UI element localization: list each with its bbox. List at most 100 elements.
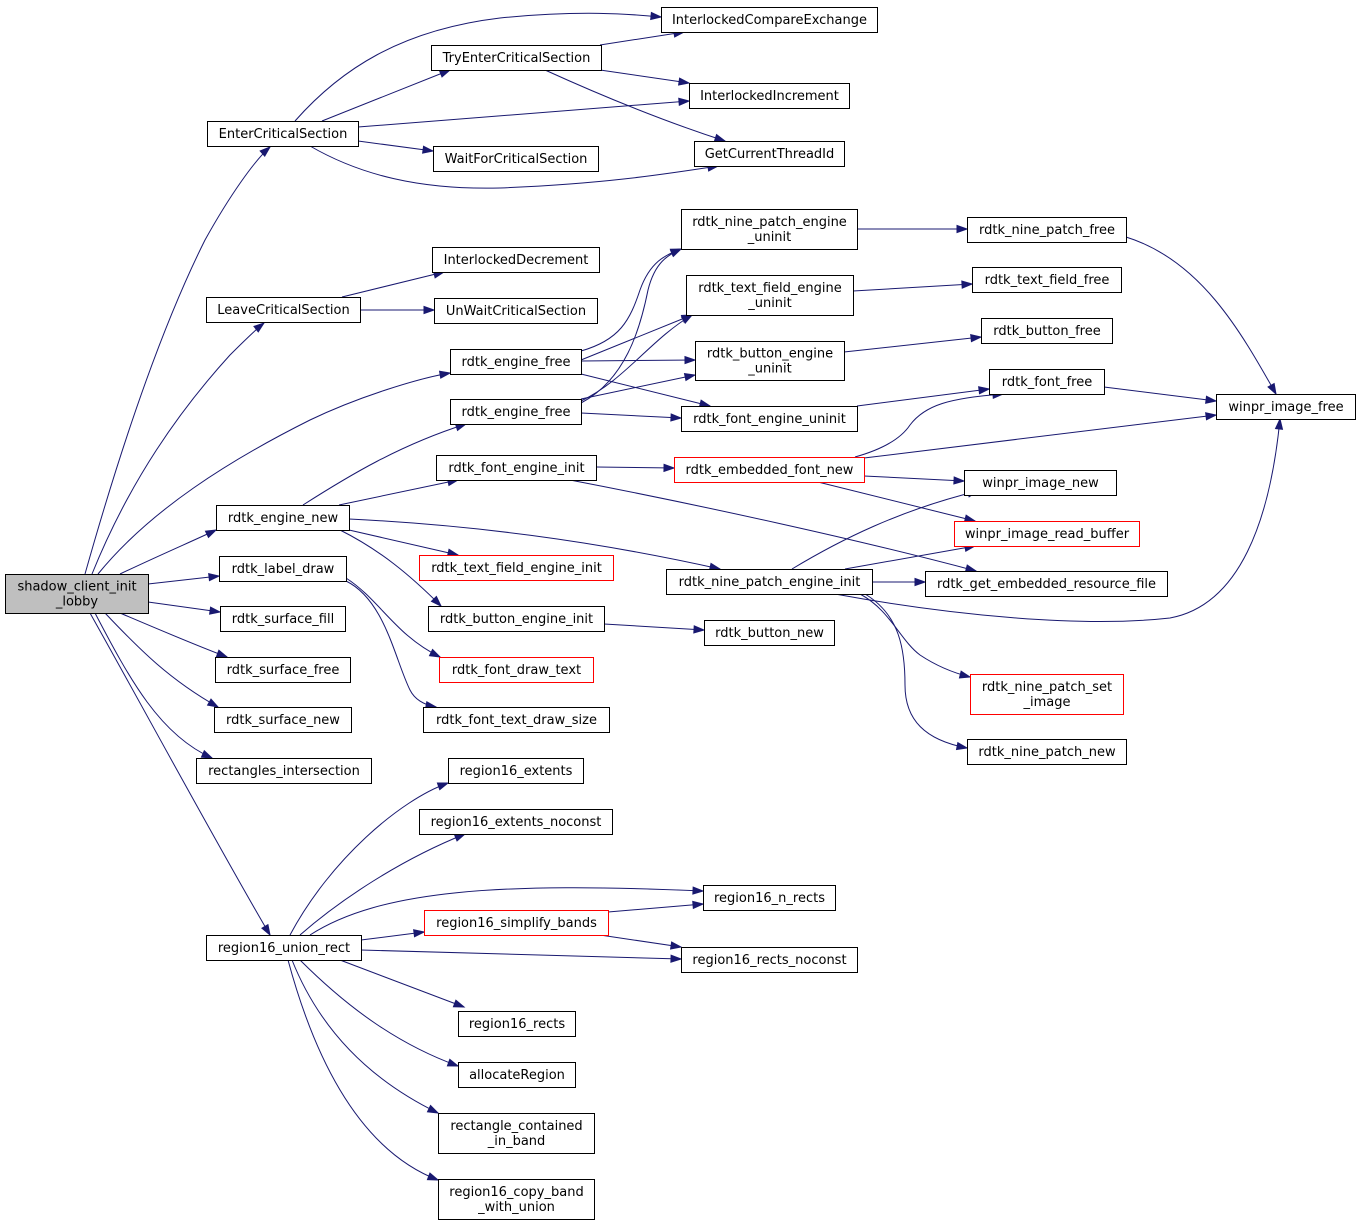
node-rdtk-nine-patch-engine-init[interactable]: rdtk_nine_patch_engine_init [666, 569, 873, 595]
node-label: _uninit [747, 296, 792, 311]
node-box [206, 935, 362, 961]
node-rdtk-font-free[interactable]: rdtk_font_free [989, 369, 1105, 395]
node-rdtk-button-new[interactable]: rdtk_button_new [704, 620, 835, 646]
node-region16-extents[interactable]: region16_extents [448, 758, 584, 784]
node-entercriticalsection[interactable]: EnterCriticalSection [207, 121, 359, 147]
node-box [206, 297, 361, 323]
node-box [436, 455, 597, 481]
node-rdtk-engine-free-2[interactable]: rdtk_engine_free [450, 399, 582, 425]
edge-rdtk-engine-free-2-to-rdtk-font-engine-uninit [580, 412, 682, 419]
node-rdtk-engine-new[interactable]: rdtk_engine_new [216, 505, 350, 531]
node-box [439, 657, 594, 683]
edge-rdtk-button-engine-uninit-to-rdtk-button-free [843, 336, 982, 353]
node-box [438, 1113, 595, 1154]
node-box [433, 146, 599, 172]
node-box [666, 569, 873, 595]
edge-rdtk-engine-free-2-to-rdtk-button-engine-uninit [580, 374, 696, 400]
node-rdtk-nine-patch-set-image[interactable]: rdtk_nine_patch_set_image [970, 674, 1124, 715]
node-rdtk-font-draw-text[interactable]: rdtk_font_draw_text [439, 657, 594, 683]
node-rdtk-nine-patch-engine-uninit[interactable]: rdtk_nine_patch_engine_uninit [681, 209, 858, 250]
edge-region16-union-rect-to-region16-rects [339, 959, 465, 1008]
node-leavecriticalsection[interactable]: LeaveCriticalSection [206, 297, 361, 323]
node-box [681, 209, 858, 250]
edge-arrowhead [1274, 417, 1284, 430]
edge-arrowhead [669, 248, 683, 258]
edge-entercriticalsection-to-tryentercriticalsection [321, 69, 451, 122]
edge-arrowhead [413, 929, 426, 938]
edge-arrowhead [961, 280, 974, 289]
node-label: rectangle_contained [450, 1119, 582, 1134]
node-box [689, 83, 850, 109]
edge-arrowhead [426, 1172, 440, 1181]
node-region16-copy-band-with-union[interactable]: region16_copy_band_with_union [438, 1179, 595, 1220]
edge-arrowhead [956, 224, 969, 234]
edge-rdtk-engine-new-to-rdtk-font-engine-init [338, 479, 459, 506]
node-box [981, 318, 1113, 344]
node-rdtk-surface-fill[interactable]: rdtk_surface_fill [220, 606, 346, 632]
node-getcurrentthreadid[interactable]: GetCurrentThreadId [694, 141, 845, 167]
node-rdtk-engine-free-1[interactable]: rdtk_engine_free [450, 349, 582, 375]
node-winpr-image-read-buffer[interactable]: winpr_image_read_buffer [954, 521, 1140, 547]
node-shadow-client-init-lobby[interactable]: shadow_client_init_lobby [5, 574, 149, 614]
node-rdtk-nine-patch-new[interactable]: rdtk_nine_patch_new [967, 739, 1127, 765]
node-rdtk-font-engine-init[interactable]: rdtk_font_engine_init [436, 455, 597, 481]
node-box [219, 556, 347, 582]
node-rdtk-font-text-draw-size[interactable]: rdtk_font_text_draw_size [423, 707, 610, 733]
node-rdtk-text-field-engine-uninit[interactable]: rdtk_text_field_engine_uninit [686, 275, 854, 316]
node-region16-union-rect[interactable]: region16_union_rect [206, 935, 362, 961]
node-rdtk-text-field-free[interactable]: rdtk_text_field_free [972, 267, 1122, 293]
node-label: InterlockedCompareExchange [672, 13, 867, 28]
node-rdtk-label-draw[interactable]: rdtk_label_draw [219, 556, 347, 582]
node-allocateregion[interactable]: allocateRegion [458, 1062, 576, 1088]
edge-arrowhead [426, 1104, 440, 1114]
node-label: region16_copy_band [449, 1185, 583, 1200]
node-rdtk-surface-free[interactable]: rdtk_surface_free [215, 657, 351, 683]
node-winpr-image-free[interactable]: winpr_image_free [1216, 394, 1356, 420]
edge-arrowhead [953, 476, 966, 485]
node-region16-rects-noconst[interactable]: region16_rects_noconst [681, 947, 858, 973]
node-interlockedincrement[interactable]: InterlockedIncrement [689, 83, 850, 109]
node-label: shadow_client_init [17, 580, 136, 595]
node-rdtk-text-field-engine-init[interactable]: rdtk_text_field_engine_init [419, 555, 614, 581]
node-winpr-image-new[interactable]: winpr_image_new [964, 470, 1117, 496]
node-rdtk-nine-patch-free[interactable]: rdtk_nine_patch_free [967, 217, 1127, 243]
node-box [215, 657, 351, 683]
node-interlockeddecrement[interactable]: InterlockedDecrement [432, 247, 600, 273]
node-rdtk-button-engine-uninit[interactable]: rdtk_button_engine_uninit [695, 341, 845, 381]
node-rdtk-button-free[interactable]: rdtk_button_free [981, 318, 1113, 344]
node-region16-n-rects[interactable]: region16_n_rects [703, 885, 836, 911]
node-label: rdtk_label_draw [232, 562, 335, 577]
edge-arrowhead [684, 355, 697, 365]
node-label: WaitForCriticalSection [445, 152, 588, 167]
node-rectangle-contained-in-band[interactable]: rectangle_contained_in_band [438, 1113, 595, 1154]
edge-rdtk-font-engine-init-to-rdtk-get-embedded-resource-file [569, 479, 977, 572]
node-box [954, 521, 1140, 547]
node-label: EnterCriticalSection [219, 127, 348, 142]
edge-arrowhead [422, 145, 435, 154]
edge-shadow-client-init-lobby-to-region16-union-rect [89, 612, 271, 936]
edge-region16-union-rect-to-region16-copy-band-with-union [287, 959, 439, 1181]
edge-tryentercriticalsection-to-getcurrentthreadid [544, 69, 726, 142]
node-label: _uninit [747, 230, 792, 245]
node-region16-extents-noconst[interactable]: region16_extents_noconst [419, 809, 613, 835]
node-region16-simplify-bands[interactable]: region16_simplify_bands [424, 910, 609, 936]
node-rectangles-intersection[interactable]: rectangles_intersection [196, 758, 372, 784]
node-rdtk-surface-new[interactable]: rdtk_surface_new [214, 707, 352, 733]
node-rdtk-embedded-font-new[interactable]: rdtk_embedded_font_new [674, 457, 865, 483]
edge-arrowhead [669, 941, 683, 950]
node-tryentercriticalsection[interactable]: TryEnterCriticalSection [431, 45, 602, 71]
node-rdtk-button-engine-init[interactable]: rdtk_button_engine_init [428, 606, 605, 632]
edge-arrowhead [436, 782, 450, 791]
edge-tryentercriticalsection-to-interlockedincrement [599, 69, 690, 84]
node-unwaitcriticalsection[interactable]: UnWaitCriticalSection [434, 298, 598, 324]
node-waitforcriticalsection[interactable]: WaitForCriticalSection [433, 146, 599, 172]
edge-entercriticalsection-to-waitforcriticalsection [357, 140, 434, 152]
edge-arrowhead [453, 833, 467, 842]
node-rdtk-font-engine-uninit[interactable]: rdtk_font_engine_uninit [681, 406, 858, 432]
node-rdtk-get-embedded-resource-file[interactable]: rdtk_get_embedded_resource_file [925, 571, 1168, 597]
node-label: rdtk_nine_patch_engine_init [679, 575, 861, 590]
node-interlockedcompareexchange[interactable]: InterlockedCompareExchange [661, 7, 878, 33]
node-region16-rects[interactable]: region16_rects [458, 1011, 576, 1037]
edge-arrowhead [678, 97, 691, 107]
